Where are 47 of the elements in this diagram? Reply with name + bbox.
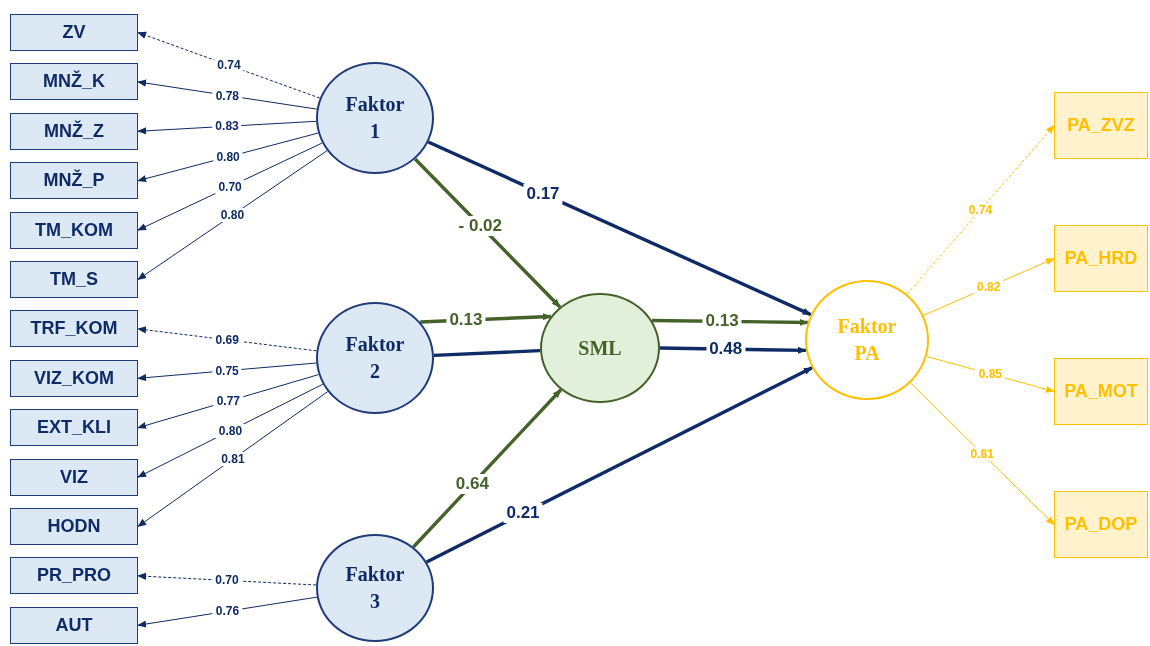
arrow — [137, 572, 317, 586]
edge-label: 0.80 — [215, 423, 246, 438]
variable-box: PA_MOT — [1054, 358, 1148, 425]
variable-box: AUT — [10, 606, 138, 644]
edge-label: 0.78 — [212, 88, 243, 103]
edge-label: 0.75 — [212, 363, 242, 378]
edge-label: 0.70 — [215, 179, 245, 194]
factor-circle: Faktor 2 — [316, 302, 434, 414]
variable-box: MNŽ_Z — [10, 112, 138, 150]
edge-label: 0.77 — [213, 394, 243, 409]
arrow — [137, 150, 328, 280]
variable-box: ZV — [10, 14, 138, 51]
arrow — [425, 366, 813, 564]
variable-box: VIZ — [10, 458, 138, 496]
variable-box: MNŽ_P — [10, 162, 138, 200]
variable-box: EXT_KLI — [10, 409, 138, 447]
variable-box: TM_S — [10, 261, 138, 298]
variable-box: TM_KOM — [10, 211, 138, 249]
factor-circle: Faktor 3 — [316, 534, 434, 642]
edge-label: 0.81 — [967, 446, 997, 461]
variable-box: MNŽ_K — [10, 63, 138, 101]
edge-label: 0.69 — [212, 332, 242, 347]
edge-label: 0.85 — [975, 366, 1005, 381]
variable-box: PA_ZVZ — [1054, 92, 1148, 159]
edge-label: 0.80 — [213, 149, 243, 164]
arrow — [412, 388, 563, 549]
factor-circle: Faktor 1 — [316, 62, 434, 174]
arrow — [137, 31, 321, 99]
variable-box: PR_PRO — [10, 557, 138, 595]
arrow — [137, 391, 329, 527]
edge-label: 0.21 — [503, 503, 543, 524]
edge-label: 0.81 — [218, 452, 248, 467]
edge-label: 0.17 — [523, 183, 563, 204]
factor-circle: Faktor PA — [805, 280, 929, 400]
variable-box: TRF_KOM — [10, 310, 138, 348]
edge-label: 0.74 — [214, 58, 244, 73]
arrow — [137, 326, 317, 352]
variable-box: PA_HRD — [1054, 225, 1148, 292]
variable-box: VIZ_KOM — [10, 359, 138, 397]
variable-box: HODN — [10, 508, 138, 545]
factor-circle: SML — [540, 293, 660, 403]
variable-box: PA_DOP — [1054, 491, 1148, 558]
arrow — [427, 140, 812, 317]
arrow — [906, 124, 1055, 295]
arrow — [909, 382, 1055, 526]
arrow — [413, 157, 562, 309]
edge-label: 0.82 — [974, 279, 1004, 294]
